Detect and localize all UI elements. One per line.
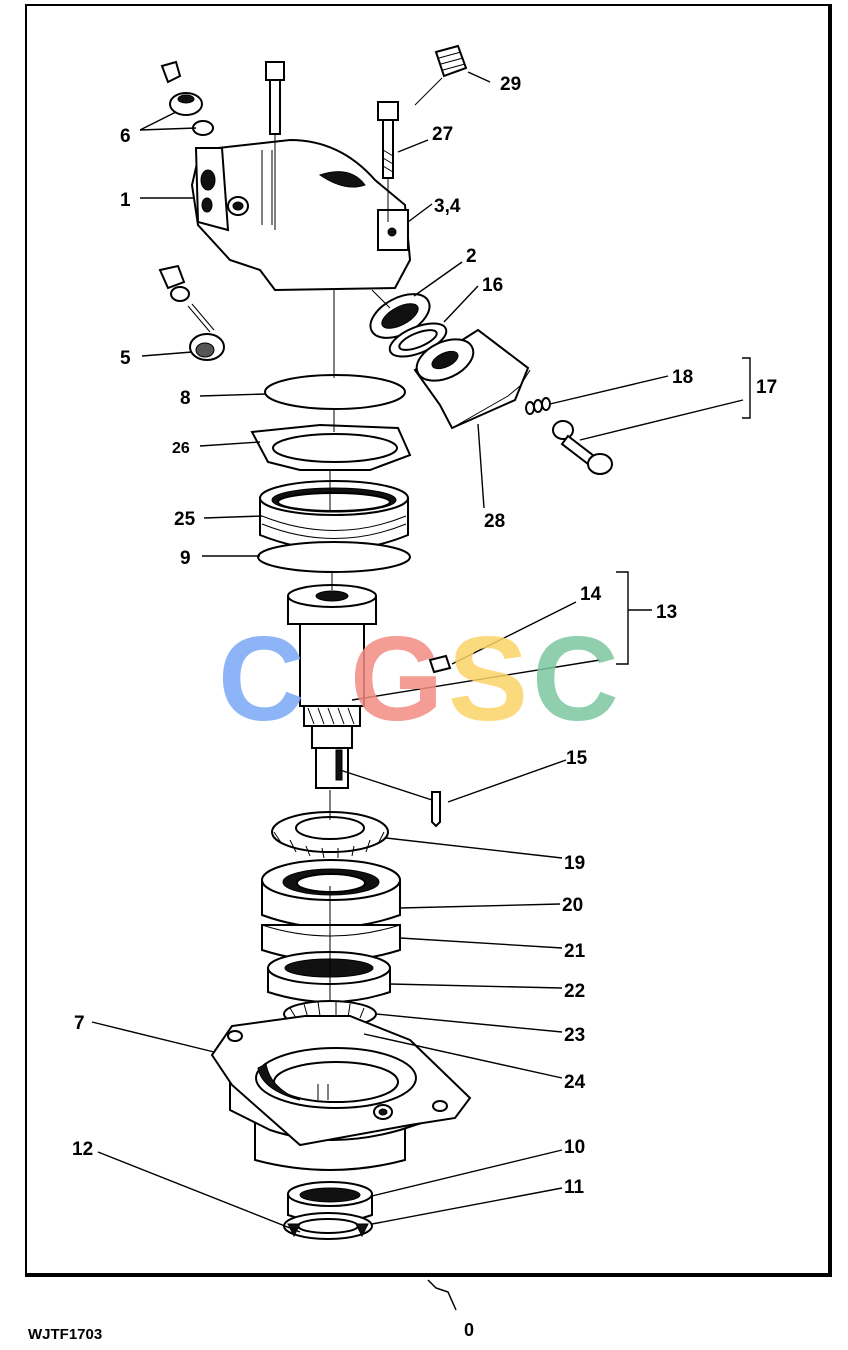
callout-23: 23	[564, 1025, 585, 1046]
assembly-axis-lines	[329, 288, 391, 1000]
o-ring-8	[264, 374, 406, 410]
callout-27: 27	[432, 124, 453, 145]
callout-6: 6	[120, 126, 131, 147]
callout-5: 5	[120, 348, 131, 369]
bearing-20	[261, 859, 401, 929]
callout-25: 25	[174, 509, 196, 530]
callout-10: 10	[564, 1137, 585, 1158]
cap-screw-right	[377, 101, 399, 222]
gasket-26	[250, 423, 412, 471]
vertical-shaft	[287, 584, 377, 789]
leader-lines	[91, 71, 751, 1233]
callout-11: 11	[564, 1177, 585, 1198]
callout-12: 12	[72, 1139, 93, 1160]
gasket-16	[388, 322, 448, 358]
bevel-pinion-19	[271, 811, 389, 859]
bevel-gear-28	[413, 328, 531, 430]
watermark-letter-g: G	[350, 612, 443, 746]
plug-29	[414, 44, 468, 106]
figure-id: WJTF1703	[28, 1326, 103, 1343]
plug-assembly-5	[158, 264, 225, 361]
spring-18	[525, 397, 551, 415]
callout-17: 17	[756, 377, 777, 398]
watermark-letter-c1: C	[218, 612, 305, 746]
callout-2: 2	[466, 246, 477, 267]
watermark-letter-s: S	[448, 612, 528, 746]
callout-15: 15	[566, 748, 588, 769]
callout-28: 28	[484, 511, 505, 532]
callout-9: 9	[180, 548, 191, 569]
callout-labels: 29 6 27 1 3,4 2 16 5 18 17 8 26 25 28 9 …	[72, 74, 777, 1198]
callout-3-4: 3,4	[434, 196, 461, 217]
callout-20: 20	[562, 895, 583, 916]
callout-19: 19	[564, 853, 585, 874]
pin-15	[431, 791, 441, 828]
key-14	[428, 654, 452, 674]
frame-notch	[427, 1279, 457, 1311]
callout-8: 8	[180, 388, 191, 409]
lower-housing-7	[210, 1015, 472, 1171]
callout-14: 14	[580, 584, 602, 605]
bearing-25	[259, 480, 409, 551]
o-ring-9	[257, 541, 411, 573]
callout-22: 22	[564, 981, 585, 1002]
cap-screw-left	[265, 61, 285, 230]
callout-18: 18	[672, 367, 693, 388]
callout-26: 26	[172, 440, 190, 457]
cgsc-watermark: C G S C	[218, 612, 619, 746]
callout-24: 24	[564, 1072, 586, 1093]
callout-13: 13	[656, 602, 677, 623]
callout-21: 21	[564, 941, 586, 962]
callout-1: 1	[120, 190, 131, 211]
valve-pin-17	[552, 420, 613, 475]
callout-29: 29	[500, 74, 521, 95]
seal-11	[283, 1212, 373, 1240]
watermark-letter-c2: C	[532, 612, 619, 746]
callout-7: 7	[74, 1013, 85, 1034]
upper-housing	[190, 138, 412, 292]
page-number: 0	[464, 1320, 475, 1340]
bearing-22	[267, 951, 391, 1003]
plug-assembly-6	[160, 60, 214, 136]
callout-16: 16	[482, 275, 503, 296]
